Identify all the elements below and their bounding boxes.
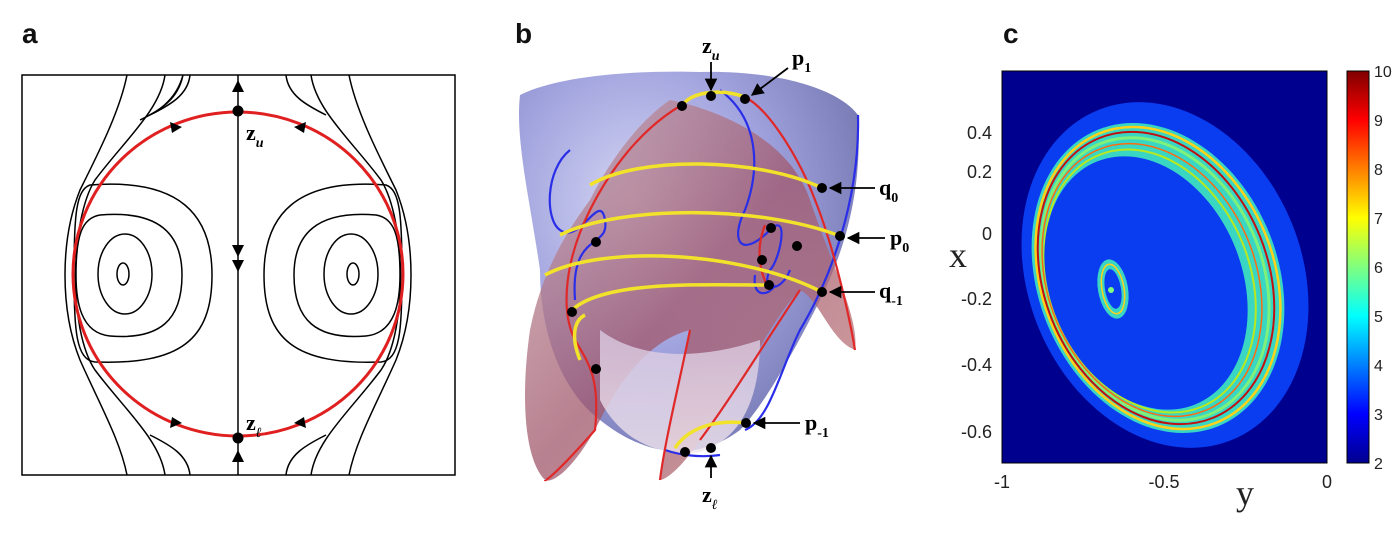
svg-text:3: 3 [1374,407,1383,424]
intersection-points [567,91,845,457]
y-ticks: 0.4 0.2 0 -0.2 -0.4 -0.6 [961,123,992,442]
inner-region [1044,156,1248,410]
x-ticks: -1 -0.5 0 [994,472,1332,492]
svg-text:0: 0 [1322,472,1332,492]
svg-text:7: 7 [1374,211,1383,228]
panel-b-label: b [515,18,533,49]
label-arrows [704,62,885,478]
svg-text:-0.6: -0.6 [961,422,992,442]
panel-c: 0.4 0.2 0 -0.2 -0.4 -0.6 -1 -0.5 0 x y 1… [949,64,1392,513]
svg-text:8: 8 [1374,162,1383,179]
svg-text:2: 2 [1374,456,1383,473]
y-axis-label: x [949,235,967,275]
label-zl-a: zℓ [246,410,262,441]
label-p1: p1 [792,45,811,76]
fixed-point-zl [232,432,244,444]
svg-text:4: 4 [1374,358,1383,375]
svg-text:6: 6 [1374,260,1383,277]
label-zl-b: zℓ [702,482,718,513]
colorbar [1346,70,1370,464]
label-pm1: p-1 [805,410,829,441]
plot-frame [1001,70,1328,464]
fixed-point-zu [232,105,244,117]
label-qm1: q-1 [879,278,903,309]
svg-text:-0.2: -0.2 [961,289,992,309]
panel-c-label: c [1003,18,1019,49]
svg-text:0: 0 [982,224,992,244]
yellow-orbits [544,90,841,450]
flow-arrows [170,80,306,462]
panel-a-label: a [22,18,38,49]
svg-text:9: 9 [1374,113,1383,130]
x-axis-label: y [1236,473,1254,513]
svg-text:-1: -1 [994,472,1010,492]
svg-text:-0.4: -0.4 [961,355,992,375]
svg-text:5: 5 [1374,309,1383,326]
panel-a: zu zℓ [21,74,456,476]
label-zu-b: zu [702,33,720,64]
label-zu-a: zu [246,120,264,151]
svg-text:10: 10 [1374,64,1392,81]
svg-text:0.2: 0.2 [967,162,992,182]
blue-boundary [548,89,860,458]
colorbar-ticks: 10 9 8 7 6 5 4 3 2 [1374,64,1392,473]
label-q0: q0 [879,175,898,206]
svg-text:-0.5: -0.5 [1148,472,1179,492]
svg-text:0.4: 0.4 [967,123,992,143]
panel-b: zu p1 q0 p0 q-1 p-1 zℓ [519,33,909,513]
label-p0: p0 [890,225,909,256]
